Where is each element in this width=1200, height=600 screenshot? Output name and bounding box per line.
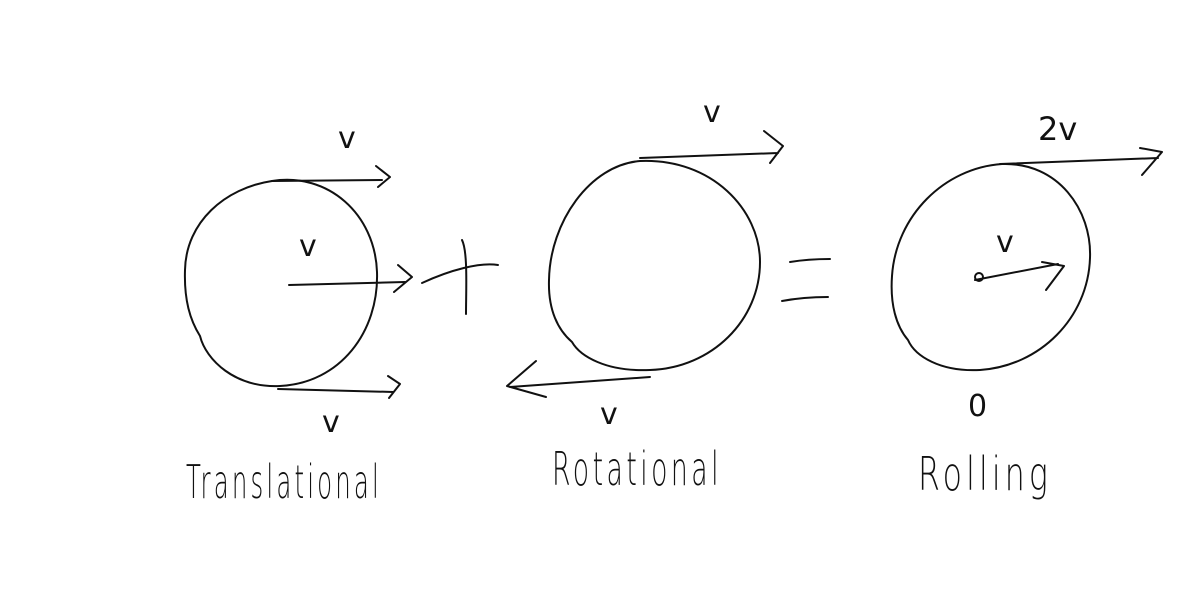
rolling-center-velocity-label: v [996, 225, 1014, 260]
rotational-caption: Rotational [552, 442, 722, 496]
equals-bottom-stroke [781, 296, 829, 302]
rotational-bottom-velocity-label: v [600, 397, 618, 432]
rolling-top-arrow [999, 147, 1163, 176]
translational-center-velocity-label: v [299, 229, 317, 264]
translational-center-arrow [288, 264, 413, 293]
translational-bottom-arrow [277, 375, 401, 399]
rolling-caption: Rolling [918, 447, 1052, 501]
rotational-group: v v Rotational [506, 95, 784, 496]
rolling-center-arrow [974, 261, 1065, 291]
plus-vertical-stroke [461, 239, 468, 315]
rolling-group: 2v v 0 Rolling [890, 110, 1163, 501]
translational-group: v v v Translational [183, 121, 413, 509]
rolling-wheel [890, 162, 1092, 372]
rolling-top-velocity-label: 2v [1038, 110, 1077, 148]
translational-bottom-velocity-label: v [322, 405, 340, 440]
rotational-bottom-arrow [506, 360, 651, 398]
rolling-center-point [974, 272, 984, 282]
translational-top-velocity-label: v [338, 121, 356, 156]
plus-operator [421, 239, 499, 315]
equals-operator [781, 258, 831, 302]
translational-wheel [183, 178, 379, 388]
rotational-top-velocity-label: v [703, 95, 721, 130]
translational-caption: Translational [186, 455, 382, 509]
translational-top-arrow [271, 165, 391, 188]
rolling-contact-velocity-label: 0 [968, 389, 987, 424]
rotational-wheel [547, 159, 761, 372]
plus-horizontal-stroke [421, 263, 499, 284]
equals-top-stroke [789, 258, 831, 263]
rotational-top-arrow [639, 130, 784, 164]
